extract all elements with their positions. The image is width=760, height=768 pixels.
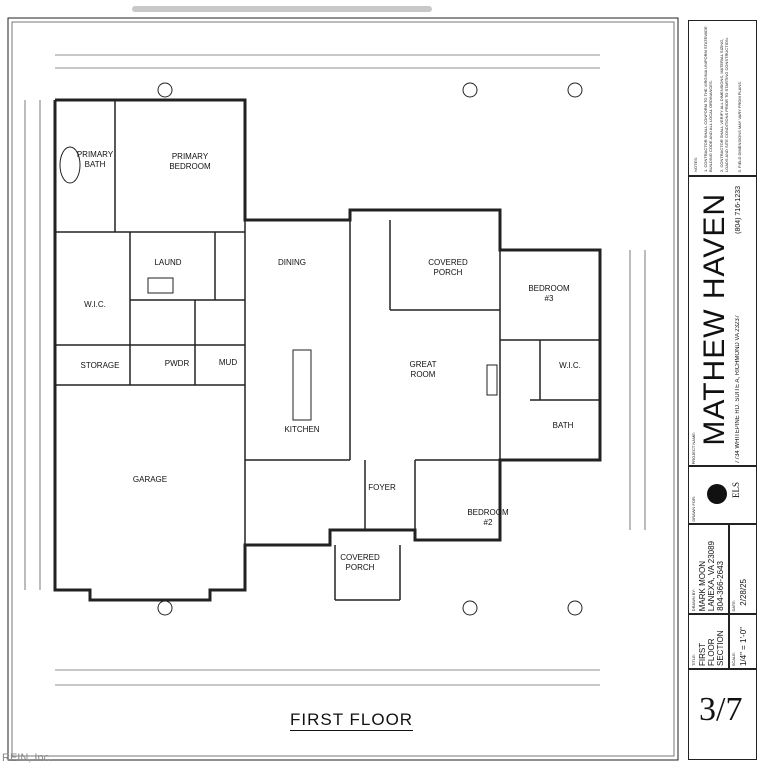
interior-walls (55, 100, 600, 601)
drawn-by-city: LANEXA, VA 23089 (707, 540, 716, 611)
drawn-for-phone: (804) 716-1233 (735, 186, 742, 234)
room-label-mud: MUD (218, 358, 238, 367)
room-label-primary-bedroom: PRIMARY BEDROOM (169, 152, 211, 171)
room-label-foyer: FOYER (368, 483, 396, 492)
room-label-bedroom-3: BEDROOM #3 (528, 284, 570, 303)
sheet-title: FIRST FLOOR (290, 710, 414, 731)
sheet-number: 3/7 (699, 691, 743, 728)
note-3: 3. FIELD DIMENSIONS MAY VARY FROM PLANS. (737, 80, 742, 172)
date-section: DATE: 2/28/25 (728, 523, 757, 615)
kitchen-island (292, 349, 312, 421)
laundry-machines (147, 277, 174, 294)
notes-section: NOTES: 1. CONTRACTOR SHALL CONFORM TO TH… (688, 20, 757, 177)
fireplace (486, 364, 498, 396)
notes-label: NOTES: (693, 157, 698, 172)
project-section: PROJECT NAME: MATHEW HAVEN 7734 WHITEPIN… (688, 175, 757, 467)
room-label-garage: GARAGE (132, 475, 168, 484)
drawn-by-phone: 804-366-2643 (716, 561, 725, 611)
note-1: 1. CONTRACTOR SHALL CONFORM TO THE VIRGI… (703, 26, 713, 172)
tub (59, 146, 81, 184)
drawn-by-label: DRAWN BY: (691, 588, 696, 611)
scale-section: SCALE: 1/4" = 1'-0" (728, 613, 757, 670)
room-label-kitchen: KITCHEN (284, 425, 320, 434)
scale-value: 1/4" = 1'-0" (739, 626, 748, 666)
date-label: DATE: (731, 599, 736, 611)
scale-label: SCALE: (731, 651, 736, 666)
sheet-number-section: 3/7 (688, 668, 757, 760)
title-label: TITLE: (691, 653, 696, 666)
scroll-indicator (132, 6, 432, 12)
room-label-covered-porch-front: COVERED PORCH (340, 553, 380, 572)
sheet-inner-border (11, 21, 675, 757)
room-label-pwdr: PWDR (164, 359, 190, 368)
room-label-wic-right: W.I.C. (559, 361, 581, 370)
room-label-storage: STORAGE (80, 361, 120, 370)
room-label-dining: DINING (278, 258, 306, 267)
room-label-laund: LAUND (154, 258, 182, 267)
room-label-great-room: GREAT ROOM (409, 360, 437, 379)
project-name-label: PROJECT NAME: (691, 431, 696, 464)
room-label-bath: BATH (552, 421, 574, 430)
logo-section: DRAWN FOR: ELS (688, 465, 757, 525)
sun-logo-icon (707, 484, 727, 504)
project-name: MATHEW HAVEN (698, 193, 731, 446)
room-label-bedroom-2: BEDROOM #2 (467, 508, 509, 527)
logo-text: ELS (731, 482, 741, 499)
date-value: 2/28/25 (739, 579, 748, 606)
watermark: REIN, Inc. (2, 752, 53, 764)
title-value: FIRST FLOOR SECTION (698, 630, 725, 666)
room-label-covered-porch-rear: COVERED PORCH (428, 258, 468, 277)
drawn-for-label: DRAWN FOR: (691, 496, 696, 522)
title-section: TITLE: FIRST FLOOR SECTION (688, 613, 730, 670)
drawn-by-section: DRAWN BY: MARK MOON LANEXA, VA 23089 804… (688, 523, 730, 615)
drawn-by-name: MARK MOON (698, 560, 707, 611)
exterior-walls (53, 98, 602, 602)
room-label-primary-bath: PRIMARY BATH (76, 150, 114, 169)
room-label-wic-left: W.I.C. (84, 300, 106, 309)
note-2: 2. CONTRACTOR SHALL VERIFY ALL DIMENSION… (719, 37, 729, 172)
drawn-for-address: 7734 WHITEPINE RD. SUITE A, RICHMOND VA … (735, 315, 741, 464)
sheet-border (7, 17, 679, 761)
